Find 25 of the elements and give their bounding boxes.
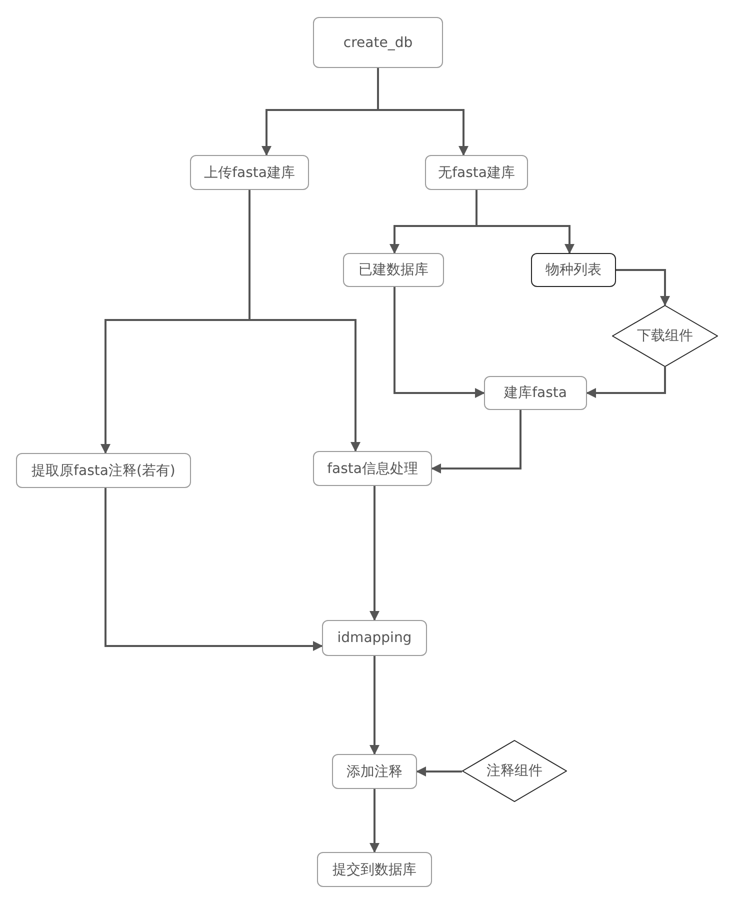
process-box: 物种列表: [531, 253, 616, 287]
decision-diamond: 下载组件: [612, 305, 718, 367]
arrow: [370, 656, 380, 755]
arrow: [394, 287, 485, 398]
arrow: [616, 269, 670, 306]
arrow: [416, 766, 462, 776]
process-box: idmapping: [322, 620, 427, 656]
arrow: [104, 488, 323, 651]
arrow: [431, 410, 522, 474]
process-box: 建库fasta: [484, 376, 587, 410]
arrow: [370, 789, 380, 853]
process-box: 提取原fasta注释(若有): [16, 453, 191, 488]
process-box: 已建数据库: [343, 253, 444, 287]
process-box: 添加注释: [332, 754, 417, 789]
process-box: 上传fasta建库: [190, 155, 309, 190]
arrow: [248, 190, 360, 452]
arrow: [476, 190, 574, 254]
decision-diamond: 注释组件: [462, 740, 567, 802]
arrow: [377, 68, 468, 156]
process-box: 提交到数据库: [317, 852, 432, 887]
arrow: [370, 486, 380, 621]
process-box: 无fasta建库: [425, 155, 528, 190]
process-box: create_db: [313, 17, 443, 68]
arrow: [586, 367, 666, 398]
process-box: fasta信息处理: [313, 451, 432, 486]
